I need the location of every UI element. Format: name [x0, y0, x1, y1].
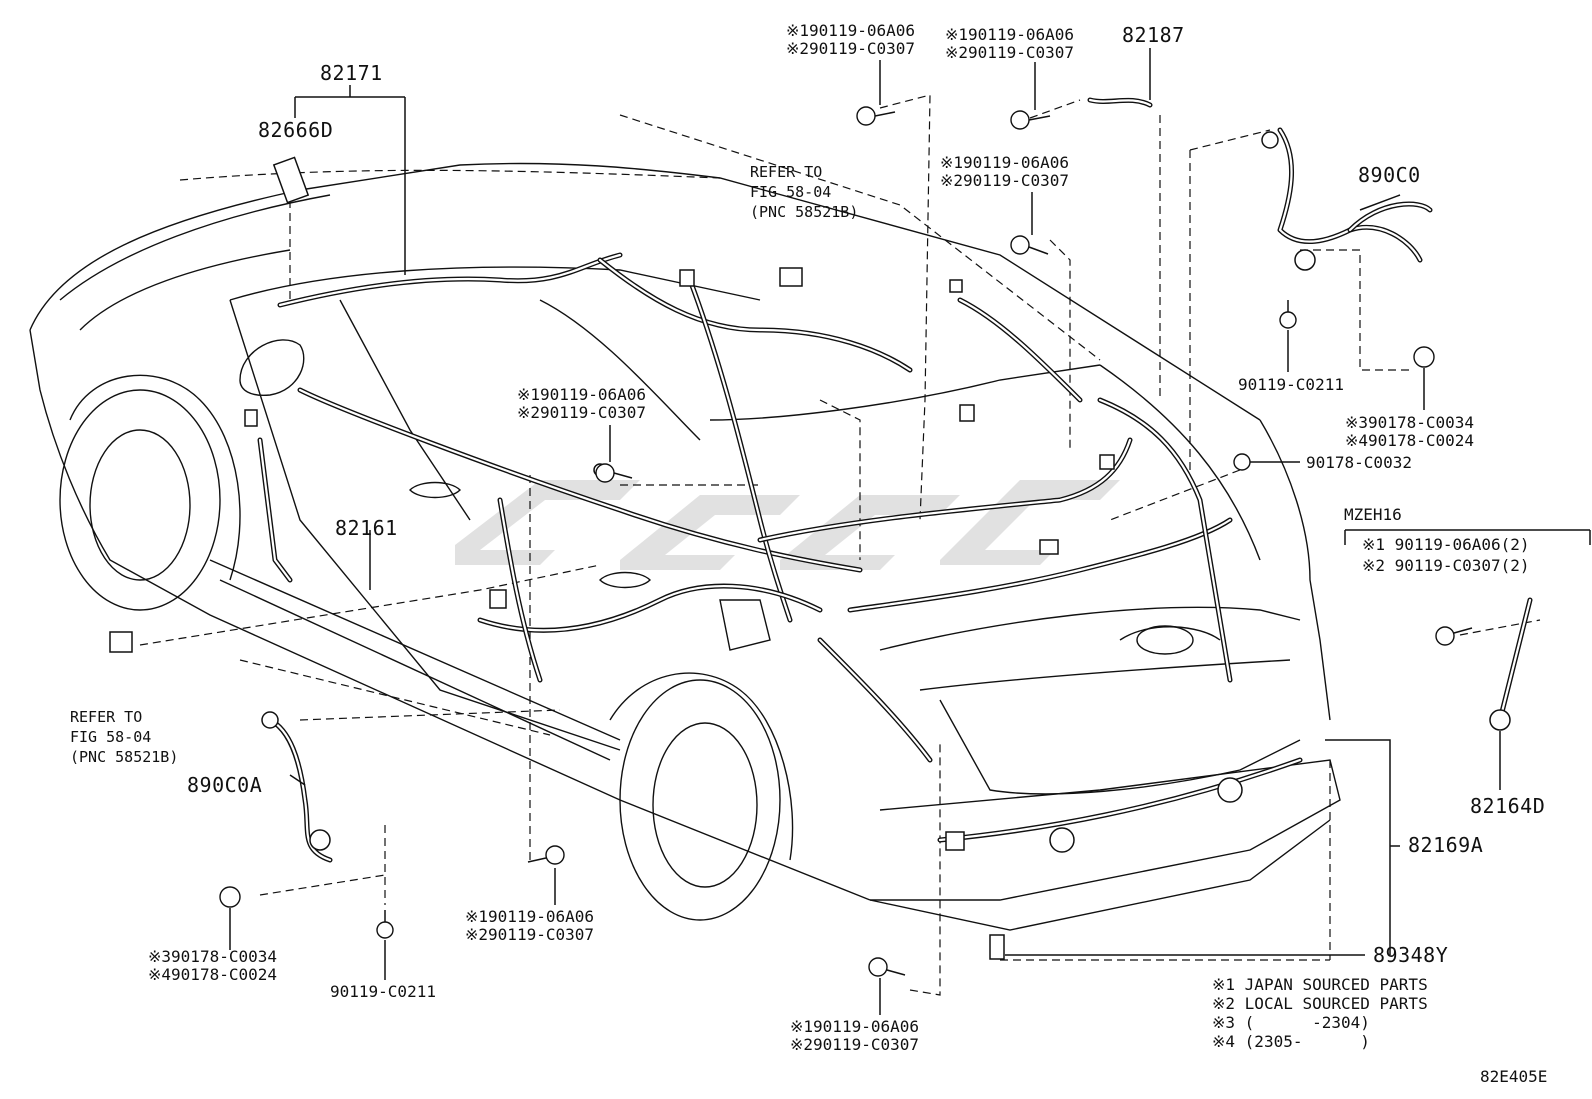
- svg-text:※1 90119-06A06(2): ※1 90119-06A06(2): [1362, 535, 1530, 554]
- label-82164D: 82164D: [1470, 794, 1545, 818]
- svg-text:※190119-06A06: ※190119-06A06: [465, 907, 594, 926]
- bolt-icon: [527, 845, 565, 865]
- bolt-icon: [376, 910, 394, 939]
- svg-text:※390178-C0034: ※390178-C0034: [1345, 413, 1474, 432]
- svg-text:※1 JAPAN SOURCED PARTS: ※1 JAPAN SOURCED PARTS: [1212, 975, 1428, 994]
- figure-code: 82E405E: [1480, 1067, 1547, 1086]
- svg-text:90119-C0211: 90119-C0211: [1238, 375, 1344, 394]
- clip-icon: [219, 886, 241, 908]
- bolt-icon: [1010, 235, 1049, 255]
- refer-fig-top: REFER TO FIG 58-04 (PNC 58521B): [750, 163, 858, 221]
- label-82171: 82171: [320, 61, 383, 85]
- svg-text:※190119-06A06: ※190119-06A06: [790, 1017, 919, 1036]
- svg-text:※290119-C0307: ※290119-C0307: [517, 403, 646, 422]
- label-890C0: 890C0: [1358, 163, 1421, 187]
- svg-text:90178-C0032: 90178-C0032: [1306, 453, 1412, 472]
- harness-wires: [257, 97, 1533, 863]
- svg-text:※4 (2305- ): ※4 (2305- ): [1212, 1032, 1370, 1051]
- svg-text:MZEH16: MZEH16: [1344, 505, 1402, 524]
- label-82187: 82187: [1122, 23, 1185, 47]
- svg-text:REFER TO: REFER TO: [70, 708, 142, 726]
- svg-text:※290119-C0307: ※290119-C0307: [945, 43, 1074, 62]
- bolt-icon: [1435, 626, 1473, 646]
- svg-text:※490178-C0024: ※490178-C0024: [148, 965, 277, 984]
- bolt-icon: [856, 106, 896, 126]
- bolt-icon: [595, 463, 633, 483]
- svg-text:※190119-06A06: ※190119-06A06: [786, 21, 915, 40]
- svg-text:※2 LOCAL SOURCED PARTS: ※2 LOCAL SOURCED PARTS: [1212, 994, 1428, 1013]
- svg-text:(PNC 58521B): (PNC 58521B): [750, 203, 858, 221]
- svg-text:REFER TO: REFER TO: [750, 163, 822, 181]
- label-82666D: 82666D: [258, 118, 333, 142]
- svg-text:90119-C0211: 90119-C0211: [330, 982, 436, 1001]
- svg-text:※390178-C0034: ※390178-C0034: [148, 947, 277, 966]
- svg-text:※190119-06A06: ※190119-06A06: [517, 385, 646, 404]
- part-labels: 82171 82666D 82161 82187 890C0 890C0A 82…: [187, 23, 1545, 967]
- label-82161: 82161: [335, 516, 398, 540]
- leaders: [229, 48, 1591, 1015]
- bolt-icon: [1279, 300, 1297, 329]
- clip-icon: [1233, 453, 1251, 471]
- legend-notes: ※1 JAPAN SOURCED PARTS ※2 LOCAL SOURCED …: [1212, 975, 1428, 1051]
- svg-text:※190119-06A06: ※190119-06A06: [940, 153, 1069, 172]
- leader-dashed-lines: [139, 94, 1541, 996]
- svg-text:(PNC 58521B): (PNC 58521B): [70, 748, 178, 766]
- label-89348Y: 89348Y: [1373, 943, 1448, 967]
- svg-text:※190119-06A06: ※190119-06A06: [945, 25, 1074, 44]
- refer-fig-left: REFER TO FIG 58-04 (PNC 58521B): [70, 708, 178, 766]
- svg-text:※290119-C0307: ※290119-C0307: [940, 171, 1069, 190]
- svg-text:※2 90119-C0307(2): ※2 90119-C0307(2): [1362, 556, 1530, 575]
- svg-text:FIG 58-04: FIG 58-04: [750, 183, 831, 201]
- model-box: MZEH16 ※1 90119-06A06(2) ※2 90119-C0307(…: [1344, 505, 1530, 575]
- label-890C0A: 890C0A: [187, 773, 262, 797]
- bolt-icon: [1010, 110, 1051, 130]
- bolt-icon: [868, 957, 906, 977]
- bolts: [219, 106, 1473, 977]
- svg-text:※290119-C0307: ※290119-C0307: [465, 925, 594, 944]
- connectors: [109, 131, 1511, 960]
- svg-text:※290119-C0307: ※290119-C0307: [790, 1035, 919, 1054]
- svg-text:※3 ( -2304): ※3 ( -2304): [1212, 1013, 1370, 1032]
- svg-text:※290119-C0307: ※290119-C0307: [786, 39, 915, 58]
- label-82169A: 82169A: [1408, 833, 1483, 857]
- svg-text:FIG 58-04: FIG 58-04: [70, 728, 151, 746]
- clip-icon: [1413, 346, 1435, 368]
- bolt-labels: ※190119-06A06 ※290119-C0307 ※190119-06A0…: [148, 21, 1474, 1054]
- svg-text:※490178-C0024: ※490178-C0024: [1345, 431, 1474, 450]
